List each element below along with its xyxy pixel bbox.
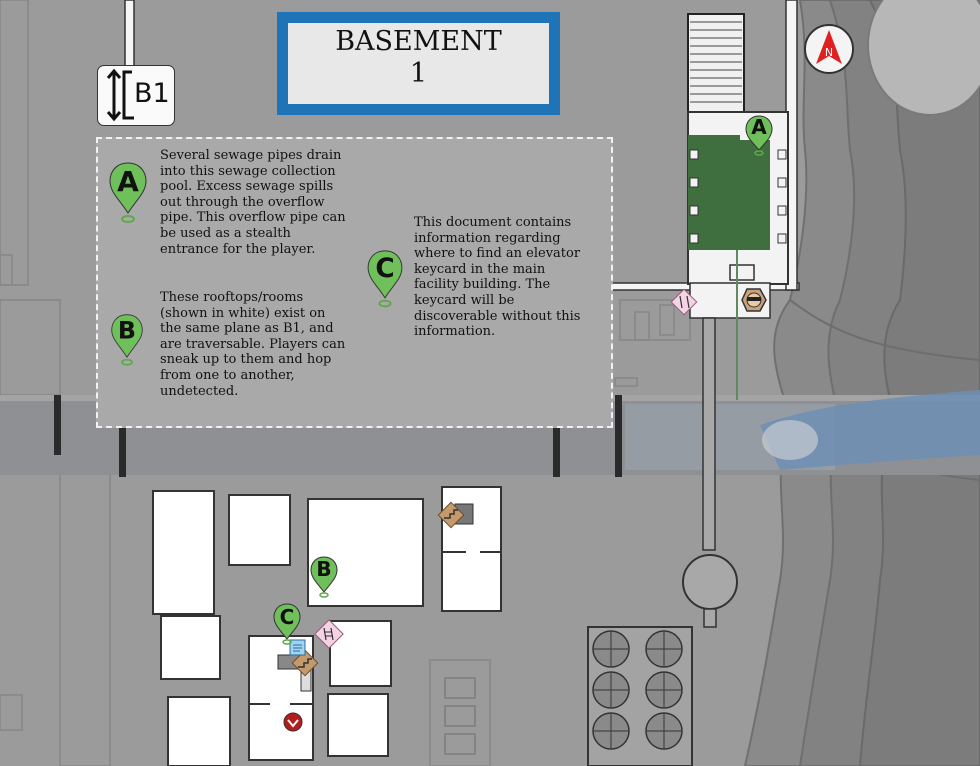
map-pin-c-label: C [280, 605, 295, 629]
stairs-icon [437, 501, 465, 529]
floor-level-tag: B1 [97, 65, 175, 126]
sewage-spill [760, 390, 980, 470]
thief-icon [741, 288, 767, 312]
legend-marker-c: C [367, 250, 403, 308]
ladder-icon [670, 288, 698, 316]
floor-level-label: B1 [134, 78, 170, 109]
stairwell [687, 13, 745, 115]
legend-marker-b: B [111, 314, 143, 366]
map-pin-b-label: B [316, 557, 331, 581]
north-arrow-icon: N [816, 30, 842, 64]
sewage-pool-room [608, 0, 800, 400]
floor-title-frame: BASEMENT 1 [277, 12, 560, 115]
legend-panel: A Several sewage pipes drain into this s… [96, 137, 613, 428]
cliff-terrain [743, 0, 980, 766]
floor-title-line1: BASEMENT [335, 26, 502, 57]
legend-marker-a-label: A [117, 165, 139, 198]
document-icon [289, 639, 306, 656]
generators [444, 677, 476, 755]
map-pin-a-label: A [751, 115, 767, 139]
legend-marker-a: A [109, 162, 147, 223]
map-pin-b[interactable]: B [310, 556, 338, 598]
central-pipe [702, 317, 716, 551]
objective-icon [283, 712, 303, 732]
compass-label: N [825, 46, 833, 59]
floor-level-icon [106, 68, 134, 122]
vertical-pipe [124, 0, 135, 69]
compass: N [804, 24, 854, 74]
map-pin-a[interactable]: A [745, 115, 773, 156]
ladder-icon [314, 619, 344, 649]
legend-text-c: This document contains information regar… [414, 215, 581, 340]
channel-posts [54, 395, 622, 477]
legend-text-b: These rooftops/rooms (shown in white) ex… [160, 290, 346, 399]
map-pin-c[interactable]: C [273, 603, 301, 645]
rooftops [152, 490, 424, 766]
legend-marker-b-label: B [118, 316, 136, 344]
storage-tanks [587, 626, 693, 766]
legend-text-a: Several sewage pipes drain into this sew… [160, 148, 346, 257]
floor-title-line2: 1 [409, 58, 428, 89]
stairs-icon [291, 649, 319, 677]
floor-title: BASEMENT 1 [288, 23, 549, 104]
legend-marker-c-label: C [375, 254, 394, 284]
